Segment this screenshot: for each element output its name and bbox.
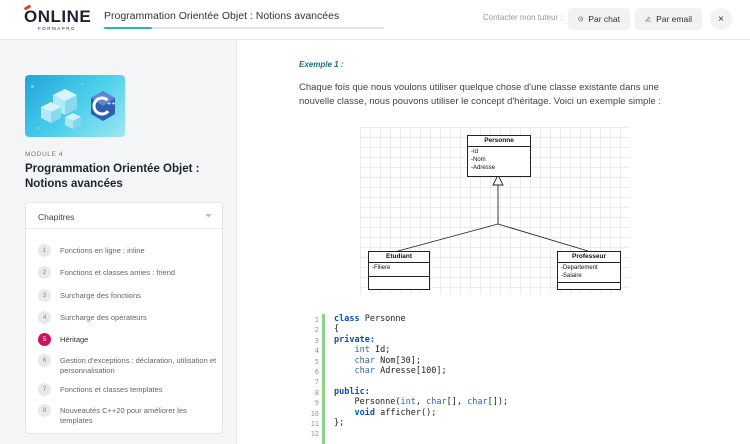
chapter-label: Nouveautés C++20 pour améliorer les temp… [60, 406, 187, 425]
code-accent-bar [322, 314, 325, 444]
code-line: void afficher(); [354, 407, 437, 418]
chapters-header[interactable]: Chapitres [26, 203, 222, 229]
top-header: ONLINE FORMAPRO Programmation Orientée O… [0, 0, 750, 40]
uml-attribute: -Salaire [561, 273, 582, 279]
uml-attribute: -Filiere [372, 265, 391, 271]
line-number: 9 [314, 399, 319, 408]
code-line: int Id; [354, 345, 391, 356]
chapter-label: Surcharge des opérateurs [60, 313, 147, 322]
chapter-number-badge: 8 [38, 404, 51, 417]
logo-text: ONLINE [24, 7, 92, 26]
chapter-number-badge: 5 [38, 333, 51, 346]
chevron-down-icon [205, 214, 212, 218]
chapter-number-badge: 1 [38, 244, 51, 257]
logo-subtext: FORMAPRO [38, 26, 77, 31]
uml-class-etudiant: Etudiant -Filiere [368, 251, 430, 290]
chapter-item[interactable]: 8 Nouveautés C++20 pour améliorer les tem… [38, 404, 218, 425]
course-progress-bar [104, 27, 384, 29]
chapter-number-badge: 2 [38, 266, 51, 279]
line-number: 7 [314, 378, 319, 387]
pen-icon [645, 16, 651, 22]
svg-text:++: ++ [107, 101, 115, 107]
lesson-content: Exemple 1 : Chaque fois que nous voulons… [238, 40, 750, 444]
code-line: class Personne [334, 314, 406, 324]
sidebar: ++ MODULE 4 Programmation Orientée Objet… [0, 40, 237, 444]
uml-class-attributes: -Departement -Salaire [558, 263, 620, 282]
uml-class-name: Personne [468, 136, 530, 147]
code-line: public: [334, 386, 370, 397]
line-number: 1 [314, 316, 319, 324]
uml-class-attributes: -Filiere [369, 263, 429, 276]
code-line: char Nom[30]; [354, 355, 422, 366]
line-number: 3 [314, 336, 319, 345]
chapter-item[interactable]: 6 Gestion d'exceptions : déclaration, uti… [38, 354, 218, 375]
uml-class-attributes: -Id -Nom -Adresse [468, 147, 530, 173]
chapter-label: Surcharge des fonctions [60, 291, 141, 300]
line-number: 12 [310, 430, 319, 439]
uml-class-personne: Personne -Id -Nom -Adresse [467, 135, 531, 177]
line-number: 11 [310, 420, 319, 428]
code-line: private: [334, 334, 375, 345]
uml-class-name: Etudiant [369, 252, 429, 263]
chapter-label: Héritage [60, 335, 89, 344]
chapter-number-badge: 3 [38, 289, 51, 302]
chat-icon [578, 16, 584, 22]
code-line: Personne(int, char[], char[]); [334, 397, 509, 408]
uml-attribute: -Nom [471, 157, 486, 163]
chapter-number-badge: 7 [38, 383, 51, 396]
chapter-label: Gestion d'exceptions : déclaration, util… [60, 356, 217, 375]
close-icon: × [718, 13, 724, 25]
uml-class-professeur: Professeur -Departement -Salaire [557, 251, 621, 290]
module-image: ++ [25, 75, 125, 137]
chat-button[interactable]: Par chat [568, 8, 630, 30]
uml-class-methods [369, 276, 429, 277]
uml-attribute: -Departement [561, 265, 598, 271]
module-label: MODULE 4 [25, 151, 64, 158]
chapter-item[interactable]: 3 Surcharge des fonctions [38, 289, 218, 302]
line-number: 8 [314, 388, 319, 397]
inheritance-lines [397, 173, 589, 252]
email-button-label: Par email [656, 14, 692, 24]
chapter-item[interactable]: 4 Surcharge des opérateurs [38, 311, 218, 324]
chapter-number-badge: 6 [38, 354, 51, 367]
module-title: Programmation Orientée Objet : Notions a… [25, 163, 200, 190]
chapters-title: Chapitres [38, 212, 75, 222]
uml-class-diagram: Personne -Id -Nom -Adresse Etudiant -Filie… [360, 127, 630, 294]
contact-tutor-label: Contacter mon tuteur : [483, 13, 563, 22]
line-number: 2 [314, 326, 319, 335]
cpp-cubes-illustration: ++ [31, 83, 118, 129]
chapter-label: Fonctions en ligne : inline [60, 246, 145, 255]
chapter-label: Fonctions et classes templates [60, 385, 163, 394]
lesson-paragraph: Chaque fois que nous voulons utiliser qu… [299, 82, 661, 107]
course-progress-fill [104, 27, 152, 29]
uml-attribute: -Adresse [471, 165, 496, 171]
uml-class-methods [558, 282, 620, 283]
line-number: 10 [310, 409, 319, 418]
uml-class-name: Professeur [558, 252, 620, 263]
uml-attribute: -Id [471, 149, 479, 155]
close-button[interactable]: × [710, 8, 732, 30]
chapter-item[interactable]: 7 Fonctions et classes templates [38, 383, 218, 396]
course-title: Programmation Orientée Objet : Notions a… [104, 10, 340, 22]
code-line: }; [334, 418, 345, 428]
line-number: 5 [314, 357, 319, 366]
example-title: Exemple 1 : [299, 60, 344, 69]
chapter-item[interactable]: 1 Fonctions en ligne : inline [38, 244, 218, 257]
line-number: 6 [314, 368, 319, 376]
chapter-item[interactable]: 2 Fonctions et classes amies : friend [38, 266, 218, 279]
chat-button-label: Par chat [588, 14, 620, 24]
email-button[interactable]: Par email [635, 8, 702, 30]
chapter-label: Fonctions et classes amies : friend [60, 268, 176, 277]
code-line: { [334, 324, 340, 335]
line-number: 4 [314, 347, 319, 356]
logo[interactable]: ONLINE FORMAPRO [23, 4, 94, 34]
chapter-number-badge: 4 [38, 311, 51, 324]
chapter-item[interactable]: 5 Héritage [38, 333, 218, 346]
code-line: char Adresse[100]; [354, 366, 447, 376]
